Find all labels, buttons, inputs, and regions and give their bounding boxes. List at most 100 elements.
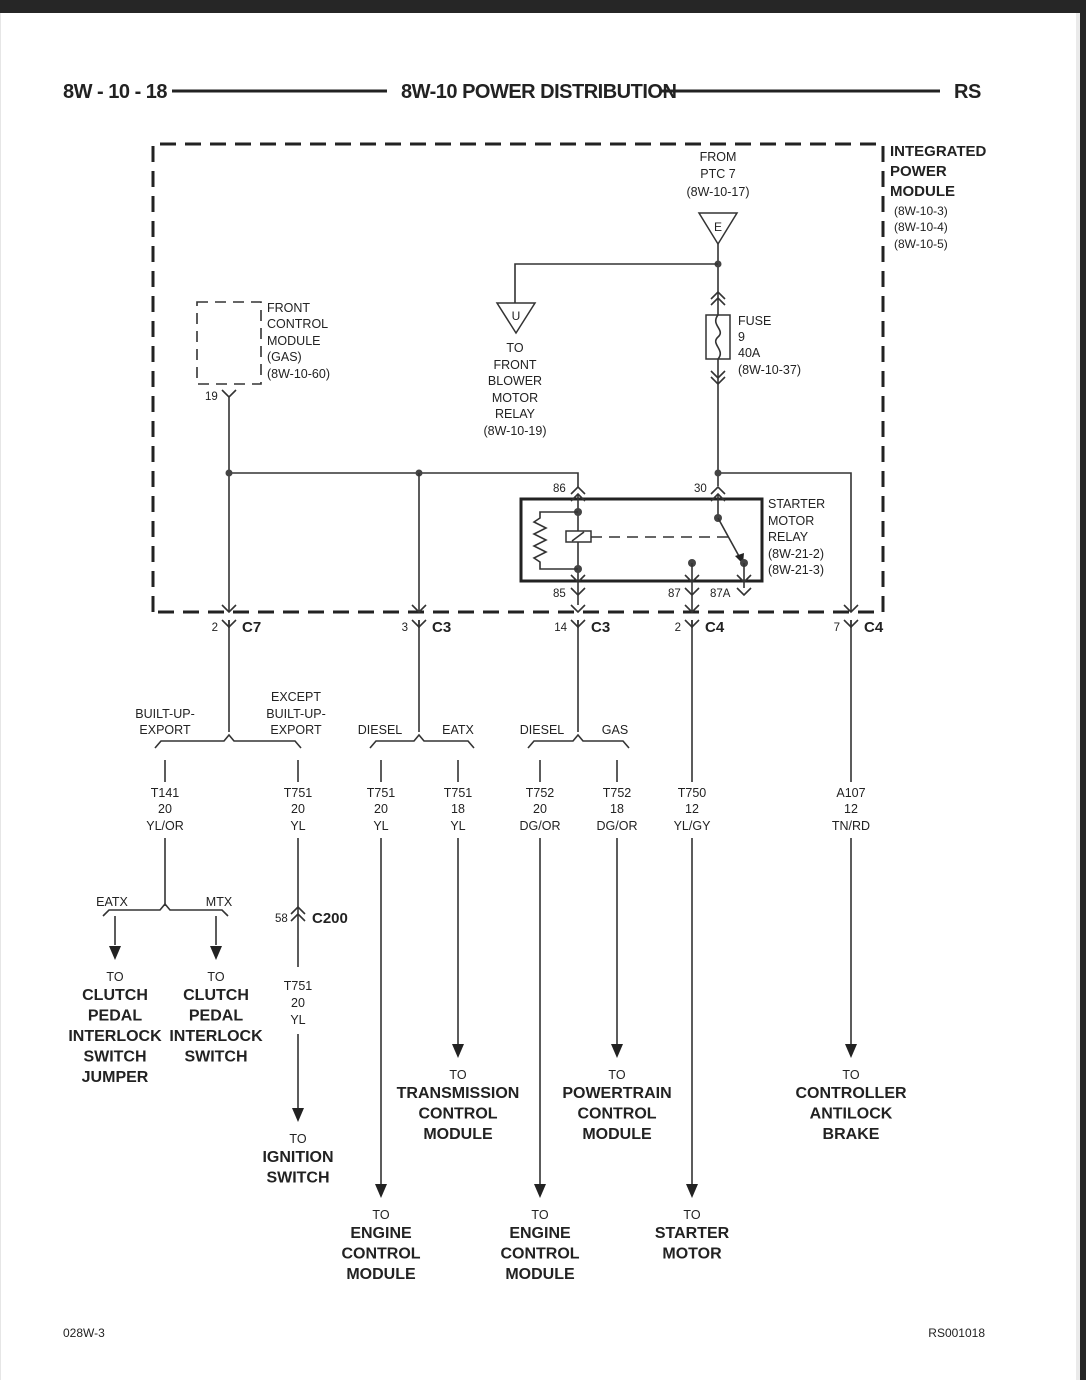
dest-name-line: POWERTRAIN [562,1085,671,1102]
wire-circuit: T751 [444,786,473,800]
fuse-9: FUSE 9 40A (8W-10-37) [705,290,801,386]
source-label: (8W-10-17) [687,185,750,199]
dest-name-line: CONTROL [577,1106,656,1123]
dest-name-line: CONTROL [500,1246,579,1263]
fcm-label: CONTROL [267,317,328,331]
fcm-pin: 19 [205,391,218,403]
relay-label: STARTER [768,497,825,511]
source-label: FROM [700,150,737,164]
dest-label: RELAY [495,407,536,421]
relay-pin-label: 30 [694,483,707,495]
arrow-down-icon [210,946,222,960]
split-t141: EATX MTX [96,838,233,945]
arrow-down-icon [375,1184,387,1198]
dest-to: TO [372,1208,389,1222]
fcm-outline [196,301,262,385]
relay-label: (8W-21-3) [768,563,824,577]
module-ref: (8W-10-4) [894,220,948,234]
wire-color: DG/OR [520,819,561,833]
destination-ignition: TO IGNITION SWITCH [262,1108,334,1187]
wire-color: YL [450,819,465,833]
dest-name-line: PEDAL [189,1008,243,1025]
connector-name: C4 [864,619,884,636]
relay-label: MOTOR [768,514,814,528]
wire-labels: T14120YL/ORT75120YLT75120YLT75118YLT7522… [146,760,870,833]
blower-relay-terminal: U TO FRONT BLOWER MOTOR RELAY (8W-10-19) [484,302,546,438]
dest-name-line: MOTOR [662,1246,722,1263]
terminal-triangle-icon [495,302,537,335]
dest-name-line: SWITCH [266,1170,329,1187]
dest-name-line: CONTROL [341,1246,420,1263]
destinations: TOCLUTCHPEDALINTERLOCKSWITCHJUMPERTOCLUT… [68,838,907,1283]
wire-circuit: T750 [678,786,707,800]
dest-name-line: SWITCH [83,1049,146,1066]
arrow-down-icon [292,1108,304,1122]
wire-gauge: 20 [158,802,172,816]
dest-to: TO [531,1208,548,1222]
dest-to: TO [289,1132,306,1146]
connector-name: C4 [705,619,725,636]
module-ref: (8W-10-3) [894,204,948,218]
split-option-label: EATX [442,723,474,737]
arrow-down-icon [534,1184,546,1198]
wire-color: DG/OR [597,819,638,833]
connector-c4: 7 C4 [834,604,884,636]
wire-color: YL [373,819,388,833]
module-label: INTEGRATED POWER MODULE (8W-10-3) (8W-10… [890,143,987,251]
connector-female-icon [710,290,726,306]
relay-outline [519,497,764,583]
wire-circuit: T752 [526,786,555,800]
dest-to: TO [842,1068,859,1082]
dest-name-line: MODULE [582,1126,652,1143]
arrow-down-icon [845,1044,857,1058]
connector-icon [221,389,237,399]
front-control-module: FRONT CONTROL MODULE (GAS) (8W-10-60) 19 [196,301,330,403]
arrow-down-icon [686,1184,698,1198]
dest-name-line: CLUTCH [183,987,249,1004]
split-c7: BUILT-UP- EXPORT EXCEPT BUILT-UP- EXPORT [135,690,326,749]
fuse-label: 9 [738,330,745,344]
wire-circuit: T141 [151,786,180,800]
connector-pin: 7 [834,622,840,634]
wire-circuit: A107 [836,786,865,800]
terminal-letter: E [714,220,722,234]
arrow-down-icon [109,946,121,960]
page-header: 8W - 10 - 18 8W-10 POWER DISTRIBUTION RS [63,81,981,103]
page-title: 8W-10 POWER DISTRIBUTION [401,81,676,103]
wire-circuit: T751 [284,979,313,993]
relay-pin-label: 87 [668,588,681,600]
wire-color: YL/OR [146,819,184,833]
connector-icon [570,574,586,597]
module-name-line: POWER [890,163,947,180]
split-c3b: DIESEL GAS [520,723,630,749]
fcm-label: (GAS) [267,350,302,364]
source-ptc7: FROM PTC 7 (8W-10-17) E [687,150,750,246]
dest-to: TO [449,1068,466,1082]
connector-name: C7 [242,619,261,636]
wire-color: YL [290,1013,305,1027]
dest-to: TO [207,970,224,984]
dest-name-line: IGNITION [262,1149,333,1166]
dest-name-line: ENGINE [509,1225,571,1242]
page-number: 8W - 10 - 18 [63,81,167,103]
split-option-label: EXPORT [270,723,322,737]
split-option-label: DIESEL [358,723,403,737]
dest-name-line: CONTROL [418,1106,497,1123]
split-option-label: GAS [602,723,628,737]
connector-name: C200 [312,910,348,927]
fuse-label: FUSE [738,314,771,328]
source-label: PTC 7 [700,167,735,181]
connector-male-icon [710,370,726,386]
split-option-label: BUILT-UP- [266,707,326,721]
fcm-label: FRONT [267,301,310,315]
wire-circuit: T751 [367,786,396,800]
relay-label: RELAY [768,530,809,544]
